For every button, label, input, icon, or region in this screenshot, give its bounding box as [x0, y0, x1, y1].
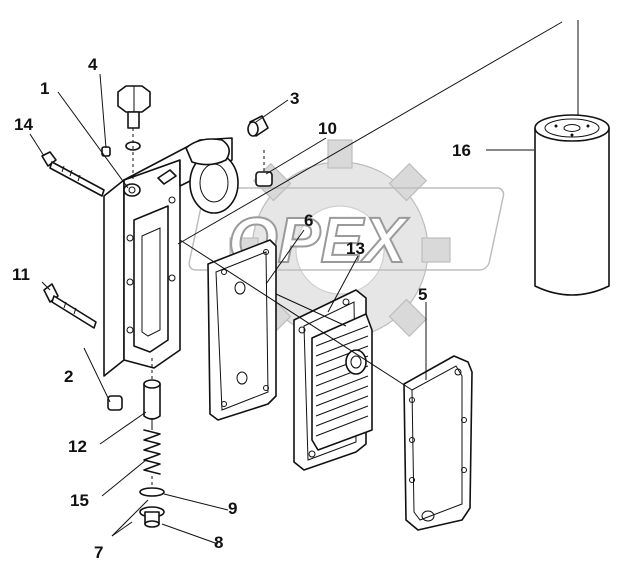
- callout-7: 7: [94, 543, 103, 562]
- part-10-fitting: [255, 150, 273, 187]
- callout-14: 14: [14, 115, 33, 134]
- callout-2: 2: [64, 367, 73, 386]
- callout-8: 8: [214, 533, 223, 552]
- callout-labels: 1 2 3 4 5 6 7 8 9 10 11 12 13 14 15 16: [12, 55, 471, 562]
- part-2-plug: [107, 395, 123, 411]
- part-1-filter-head-housing: [103, 137, 239, 377]
- callout-4: 4: [88, 55, 98, 74]
- callout-12: 12: [68, 437, 87, 456]
- part-8-plug: [139, 506, 165, 528]
- part-12-valve-piston: [143, 358, 161, 420]
- part-13-oil-cooler-core: [293, 289, 373, 471]
- part-5-large-gasket: [403, 355, 473, 531]
- part-11-stud: [43, 283, 97, 329]
- part-3-plug: [247, 115, 269, 137]
- callout-10: 10: [318, 119, 337, 138]
- callout-9: 9: [228, 499, 237, 518]
- callout-11: 11: [12, 265, 30, 284]
- callout-6: 6: [304, 211, 313, 230]
- part-15-spring: [143, 418, 161, 475]
- callout-15: 15: [70, 491, 89, 510]
- part-9-washer: [139, 476, 165, 497]
- callout-5: 5: [418, 285, 427, 304]
- part-4-bolt: [117, 85, 151, 180]
- assembly-lines: [177, 21, 563, 391]
- callout-3: 3: [290, 89, 299, 108]
- leader-lines: [29, 73, 534, 545]
- part-14-long-bolt: [41, 151, 105, 197]
- part-6-gasket: [207, 239, 277, 421]
- part-16-oil-filter: [534, 20, 610, 296]
- watermark-banner: [188, 187, 505, 271]
- callout-1: 1: [40, 79, 49, 98]
- callout-16: 16: [452, 141, 471, 160]
- callout-13: 13: [346, 239, 365, 258]
- watermark-gear: [229, 139, 451, 361]
